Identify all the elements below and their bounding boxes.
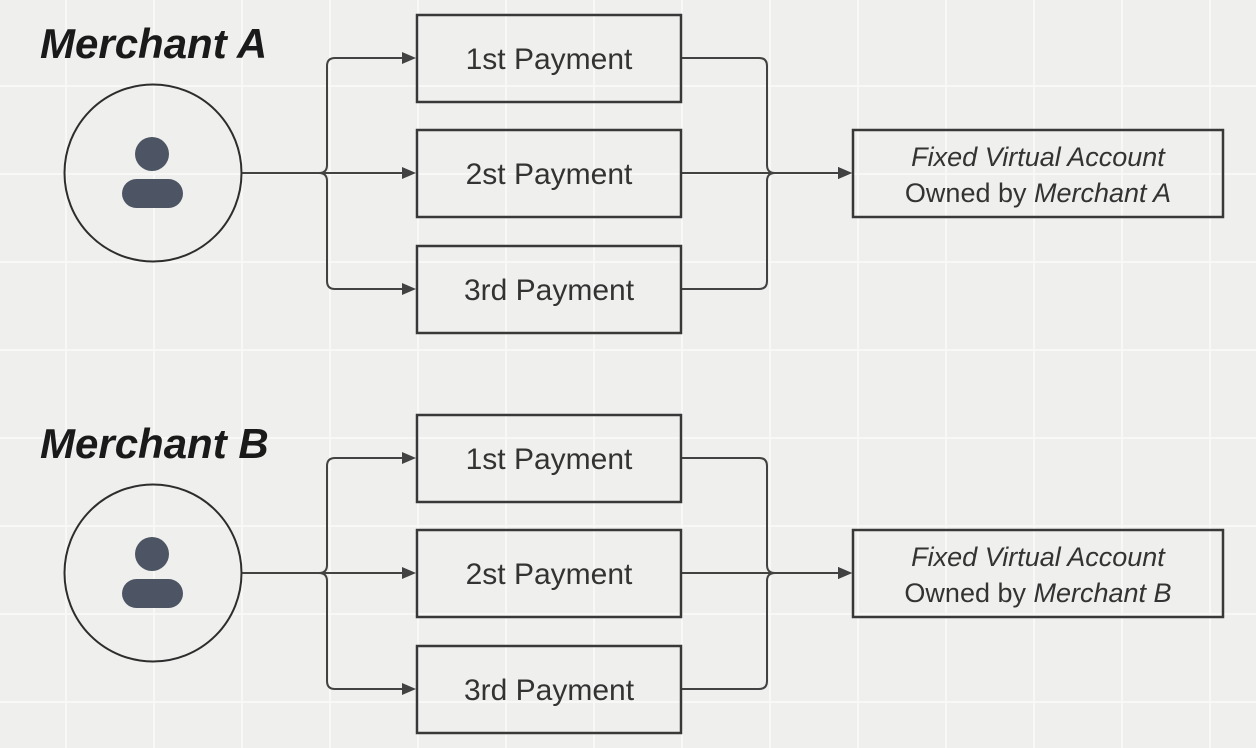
payment-box <box>415 644 683 735</box>
account-box-owner: Owned by Merchant A <box>905 178 1171 208</box>
account-owner-name: Merchant B <box>1034 578 1172 608</box>
payment-box-label: 2st Payment <box>466 158 633 191</box>
payment-box-label: 1st Payment <box>466 43 633 76</box>
account-owner-prefix: Owned by <box>904 578 1033 608</box>
person-icon <box>122 537 183 608</box>
account-box-title: Fixed Virtual Account <box>911 542 1166 572</box>
account-box-title: Fixed Virtual Account <box>911 142 1166 172</box>
merchant-b-label: Merchant B <box>40 420 269 467</box>
payment-box <box>415 244 683 335</box>
payment-box <box>415 413 683 504</box>
connector-b-actor-to-payment-3 <box>242 572 416 695</box>
payment-box-label: 3rd Payment <box>464 274 635 307</box>
connector-a-actor-to-payment-3 <box>242 172 416 295</box>
payment-box-label: 2st Payment <box>466 558 633 591</box>
account-owner-prefix: Owned by <box>905 178 1034 208</box>
merchant-a-actor-circle <box>63 83 243 263</box>
payment-box-label: 3rd Payment <box>464 674 635 707</box>
connector-a-payment-3-to-account <box>681 167 852 290</box>
account-box <box>851 128 1225 219</box>
account-box-owner: Owned by Merchant B <box>904 578 1171 608</box>
merchant-b-group: Merchant B 1st Payment 2st Payment 3rd P… <box>40 413 1225 735</box>
payment-box <box>415 13 683 104</box>
merchant-a-group: Merchant A 1st Payment 2st Payment 3rd P… <box>40 13 1225 335</box>
account-box <box>851 528 1225 619</box>
payment-box <box>415 128 683 219</box>
payment-box-label: 1st Payment <box>466 443 633 476</box>
connector-b-payment-3-to-account <box>681 567 852 690</box>
payment-box <box>415 528 683 619</box>
person-icon <box>122 137 183 208</box>
merchant-b-actor-circle <box>63 483 243 663</box>
account-owner-name: Merchant A <box>1034 178 1171 208</box>
merchant-a-label: Merchant A <box>40 20 267 67</box>
